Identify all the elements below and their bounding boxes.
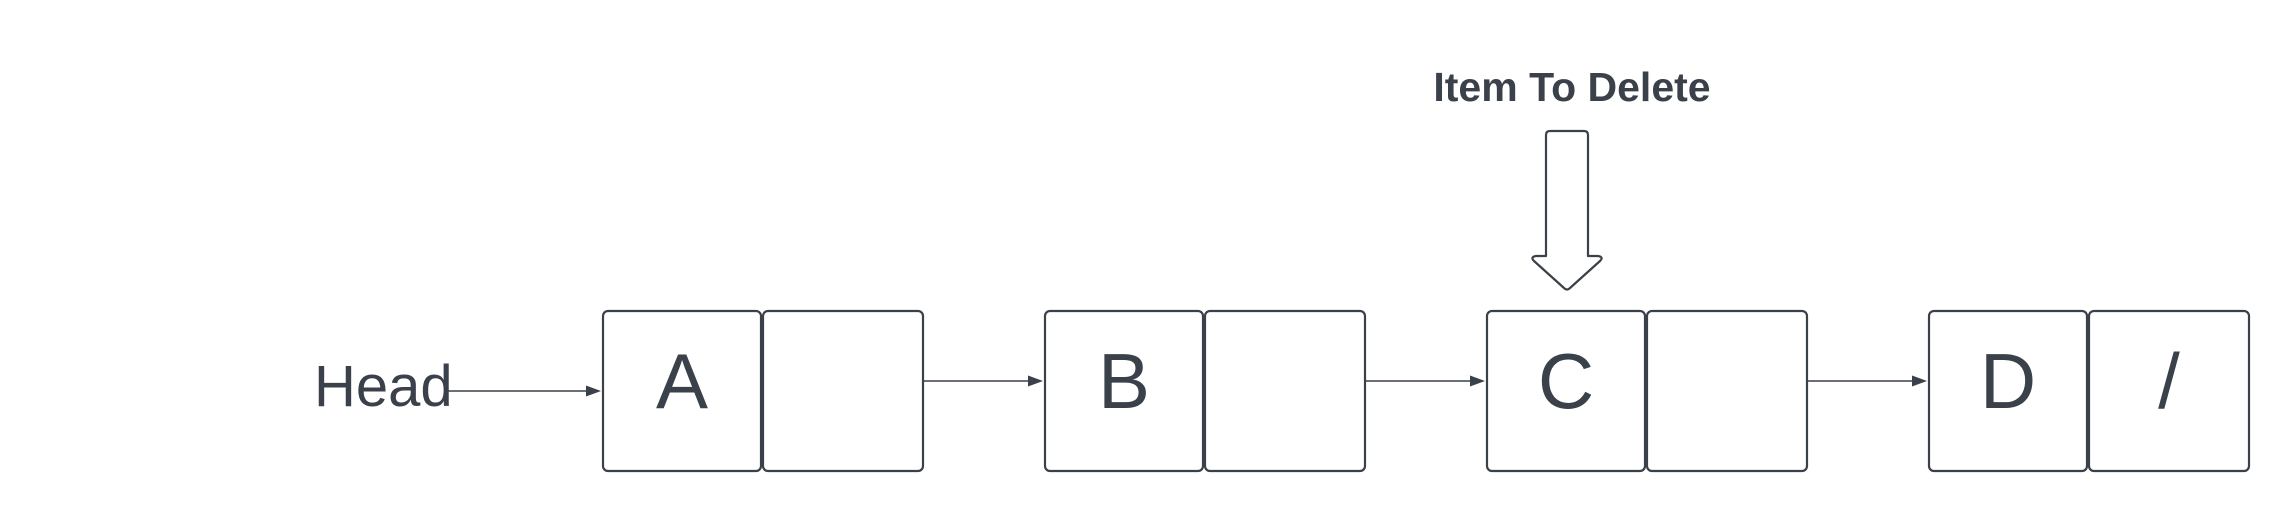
node-d-next-cell xyxy=(2087,309,2251,473)
node-d-value: D xyxy=(1980,337,2036,425)
delete-pointer-arrow xyxy=(1531,129,1603,291)
link-b-c-arrowhead xyxy=(1470,375,1485,387)
node-d-value-cell xyxy=(1927,309,2089,473)
head-label: Head xyxy=(314,354,453,419)
node-a-value-cell xyxy=(601,309,763,473)
node-a-next-cell xyxy=(761,309,925,473)
node-b-value: B xyxy=(1098,337,1150,425)
node-c: C xyxy=(1485,309,1809,473)
link-c-d-arrowhead xyxy=(1912,375,1927,387)
node-c-next-cell xyxy=(1645,309,1809,473)
node-b-value-cell xyxy=(1043,309,1205,473)
node-a: A xyxy=(601,309,925,473)
node-d: D / xyxy=(1927,309,2251,473)
node-b: B xyxy=(1043,309,1367,473)
node-a-value: A xyxy=(656,337,708,425)
link-a-b-arrowhead xyxy=(1028,375,1043,387)
node-c-value-cell xyxy=(1485,309,1647,473)
node-c-value: C xyxy=(1538,337,1594,425)
delete-label: Item To Delete xyxy=(1433,64,1710,110)
node-d-next: / xyxy=(2158,337,2180,425)
head-link-arrowhead xyxy=(586,385,601,397)
node-b-next-cell xyxy=(1203,309,1367,473)
